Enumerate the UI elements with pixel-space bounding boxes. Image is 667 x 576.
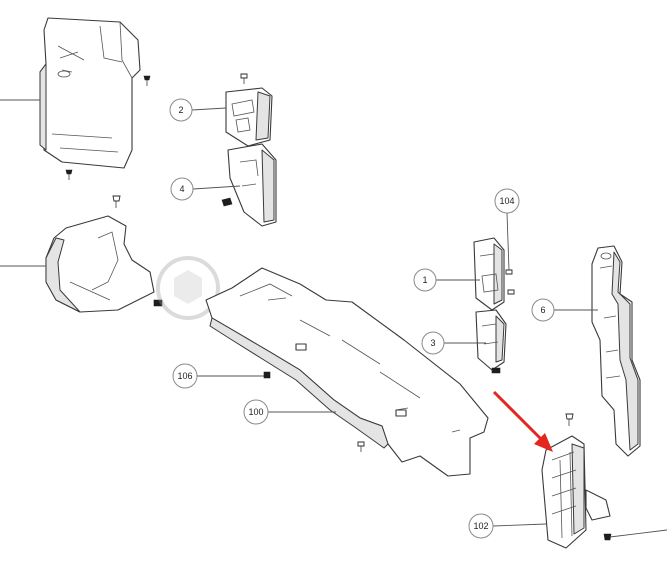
callout-4: 4 [170, 177, 241, 201]
leader-102-right [609, 529, 667, 538]
screw-fastener [153, 299, 163, 307]
part-6-side-panel [591, 245, 641, 457]
screw-fastener [491, 367, 501, 374]
svg-text:3: 3 [430, 338, 435, 348]
part-100-deflector-panel [205, 267, 489, 477]
svg-text:2: 2 [178, 105, 183, 115]
part-4-bracket [227, 143, 277, 227]
watermark-seal [156, 256, 220, 320]
callout-2: 2 [169, 98, 227, 122]
svg-text:6: 6 [540, 305, 545, 315]
part-102-bracket [541, 435, 611, 549]
callout-6: 6 [531, 298, 598, 322]
screw-fastener [240, 73, 248, 84]
screw-fastener [65, 169, 73, 180]
svg-text:102: 102 [473, 521, 488, 531]
svg-text:1: 1 [422, 275, 427, 285]
arrow-head [534, 433, 553, 452]
screw-fastener [565, 413, 574, 426]
red-pointer-arrow [492, 390, 553, 452]
svg-text:106: 106 [177, 371, 192, 381]
callout-3: 3 [421, 331, 486, 355]
screw-fastener [507, 289, 515, 295]
screw-fastener [603, 533, 612, 541]
left-curved-duct [45, 215, 155, 313]
screw-fastener [143, 75, 151, 86]
callout-104: 104 [494, 188, 520, 271]
arrow-shaft [492, 390, 544, 442]
screw-fastener [505, 269, 513, 275]
callout-1: 1 [413, 268, 480, 292]
callout-106: 106 [172, 363, 271, 389]
screw-fastener [112, 195, 121, 208]
callout-102: 102 [468, 513, 547, 539]
svg-text:100: 100 [248, 407, 263, 417]
svg-text:4: 4 [179, 184, 184, 194]
callout-100: 100 [243, 399, 336, 425]
part-3-bracket [475, 309, 507, 371]
upper-left-bracket [39, 17, 141, 169]
part-2-clip [225, 87, 273, 147]
part-1-bracket [473, 237, 505, 311]
svg-text:104: 104 [499, 196, 514, 206]
screw-fastener [221, 197, 233, 207]
screw-fastener [357, 441, 365, 452]
